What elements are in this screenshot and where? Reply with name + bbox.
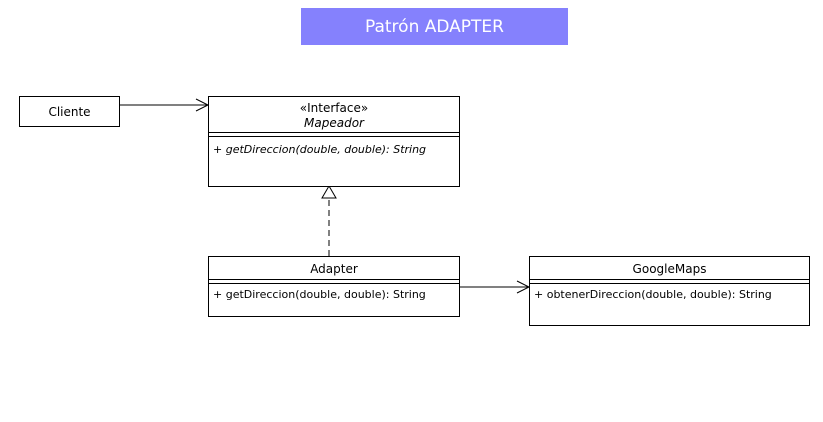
interface-stereotype: «Interface» [299,101,369,115]
googlemaps-name: GoogleMaps [632,262,707,276]
cliente-class[interactable]: Cliente [19,96,120,127]
mapeador-interface[interactable]: «Interface» Mapeador + getDireccion(doub… [208,96,460,187]
diagram-title: Patrón ADAPTER [301,8,568,45]
compartment-divider [209,136,459,137]
adapter-name: Adapter [310,262,358,276]
cliente-label: Cliente [48,104,91,119]
interface-method: + getDireccion(double, double): String [213,143,427,156]
compartment-divider [209,132,459,133]
compartment-divider [530,283,809,284]
compartment-divider [530,279,809,280]
realization-arrowhead [321,185,337,199]
compartment-divider [209,279,459,280]
compartment-divider [209,283,459,284]
interface-name: Mapeador [304,116,364,130]
adapter-class[interactable]: Adapter + getDireccion(double, double): … [208,256,460,317]
googlemaps-class[interactable]: GoogleMaps + obtenerDireccion(double, do… [529,256,810,326]
adapter-method: + getDireccion(double, double): String [213,288,426,301]
googlemaps-method: + obtenerDireccion(double, double): Stri… [534,288,772,301]
